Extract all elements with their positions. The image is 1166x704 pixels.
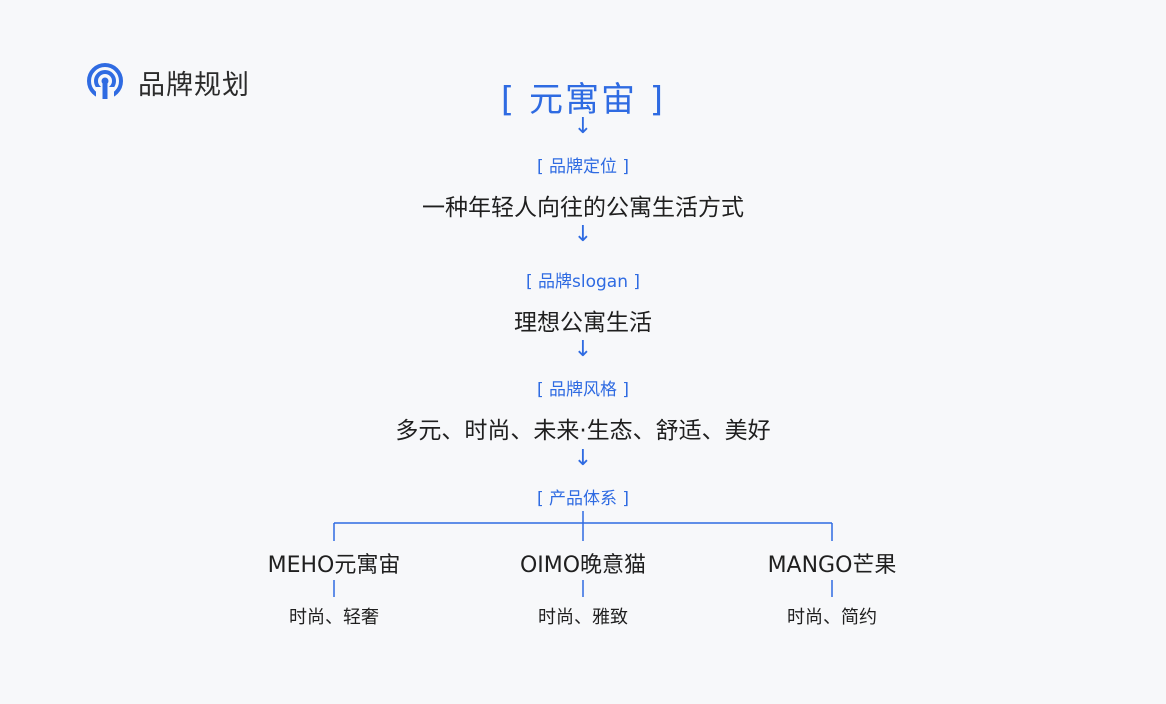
broadcast-icon [87, 63, 123, 101]
product-name-oimo: OIMO晚意猫 [519, 553, 647, 578]
product-name-mango: MANGO芒果 [767, 553, 897, 578]
section-label-product-system: [ 产品体系 ] [536, 489, 630, 509]
flow-arrow: ↓ [573, 114, 593, 139]
section-label-positioning: [ 品牌定位 ] [536, 157, 630, 177]
flow-arrow: ↓ [573, 337, 593, 362]
section-value-slogan: 理想公寓生活 [514, 310, 652, 336]
page-title: 品牌规划 [138, 69, 250, 101]
flow-arrow: ↓ [573, 446, 593, 471]
flow-arrow: ↓ [573, 222, 593, 247]
section-label-slogan: [ 品牌slogan ] [525, 272, 641, 292]
page-header: 品牌规划 [86, 62, 250, 102]
brand-name: [ 元寓宙 ] [500, 80, 666, 120]
section-label-style: [ 品牌风格 ] [536, 380, 630, 400]
product-desc-oimo: 时尚、雅致 [538, 607, 628, 628]
product-name-meho: MEHO元寓宙 [267, 553, 401, 578]
product-desc-meho: 时尚、轻奢 [289, 607, 379, 628]
section-value-positioning: 一种年轻人向往的公寓生活方式 [422, 195, 744, 221]
product-desc-mango: 时尚、简约 [787, 607, 877, 628]
section-value-style: 多元、时尚、未来·生态、舒适、美好 [395, 418, 771, 444]
